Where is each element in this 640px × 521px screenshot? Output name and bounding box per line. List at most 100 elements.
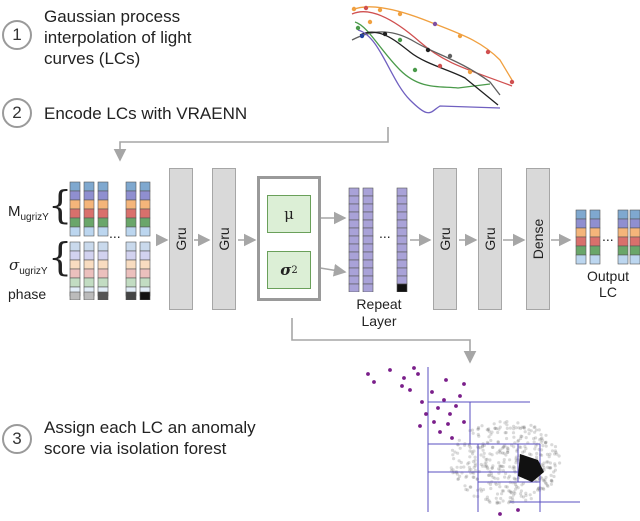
dense-layer: Dense: [526, 168, 550, 310]
repeat-cell: [362, 259, 374, 269]
scatter-point: [495, 451, 499, 455]
input-m-cell: [125, 226, 137, 237]
scatter-point: [505, 485, 509, 489]
input-m-cell: [139, 190, 151, 201]
scatter-point: [546, 484, 550, 488]
scatter-point: [497, 427, 501, 431]
scatter-point: [497, 467, 501, 471]
scatter-point: [522, 425, 526, 429]
scatter-point: [468, 449, 472, 453]
scatter-point: [467, 461, 471, 465]
input-sigma-cell: [97, 250, 109, 261]
scatter-point: [519, 494, 523, 498]
scatter-point: [498, 464, 502, 468]
scatter-point: [521, 450, 525, 454]
anomaly-point: [366, 372, 370, 376]
scatter-point: [541, 486, 545, 490]
scatter-point: [512, 465, 516, 469]
scatter-point: [539, 440, 543, 445]
scatter-point: [532, 440, 536, 444]
scatter-point: [501, 499, 505, 503]
scatter-point: [481, 444, 485, 448]
scatter-point: [532, 490, 536, 494]
m-label: MugrizY: [8, 203, 49, 223]
scatter-point: [471, 475, 475, 479]
repeat-cell: [348, 259, 360, 269]
light-curve-plot: [351, 5, 515, 114]
repeat-cell: [362, 195, 374, 205]
step-3-circle: 3: [2, 424, 32, 454]
scatter-point: [535, 488, 540, 492]
scatter-point: [478, 487, 483, 491]
repeat-cell: [396, 227, 408, 237]
scatter-point: [548, 461, 552, 465]
step-1-line-3: curves (LCs): [44, 49, 141, 68]
scatter-point: [456, 451, 460, 455]
scatter-point: [457, 438, 461, 442]
m-label-sub: ugrizY: [20, 212, 49, 223]
scatter-point: [449, 469, 454, 473]
gru-layer-1-label: Gru: [173, 227, 189, 251]
scatter-point: [500, 492, 504, 496]
scatter-point: [476, 432, 480, 437]
scatter-point: [463, 443, 467, 447]
scatter-point: [544, 482, 548, 486]
scatter-point: [553, 464, 557, 468]
scatter-point: [549, 466, 553, 470]
gru-layer-3-label: Gru: [437, 227, 453, 251]
scatter-point: [496, 440, 500, 444]
scatter-point: [514, 457, 518, 461]
scatter-point: [553, 449, 557, 453]
scatter-point: [451, 453, 455, 457]
scatter-point: [511, 466, 515, 470]
scatter-point: [485, 428, 489, 432]
scatter-point: [495, 501, 499, 505]
repeat-cell: [348, 267, 360, 277]
input-m-cell: [139, 217, 151, 228]
scatter-point: [471, 452, 475, 456]
anomaly-point: [416, 372, 420, 376]
scatter-point: [508, 458, 512, 462]
scatter-point: [469, 485, 473, 489]
partition-lines: [427, 367, 580, 512]
scatter-point: [486, 498, 490, 502]
scatter-point: [506, 448, 510, 452]
scatter-point: [524, 491, 528, 495]
repeat-cell: [396, 275, 408, 285]
scatter-point: [498, 485, 502, 489]
scatter-point: [489, 486, 493, 491]
scatter-point: [459, 465, 463, 469]
scatter-point: [484, 457, 488, 462]
repeat-cell: [396, 195, 408, 205]
scatter-point: [496, 430, 500, 435]
lc-curve-purple: [357, 29, 501, 114]
anomaly-point: [444, 378, 448, 382]
scatter-point: [493, 426, 497, 430]
scatter-point: [473, 455, 477, 459]
input-m-cell: [125, 217, 137, 228]
repeat-cell: [396, 203, 408, 213]
input-m-cell: [97, 208, 109, 219]
input-sigma-cell: [125, 259, 137, 270]
output-cell: [575, 209, 587, 220]
input-m-cell: [97, 217, 109, 228]
scatter-point: [516, 439, 520, 443]
scatter-point: [488, 500, 492, 504]
scatter-point: [555, 452, 559, 456]
scatter-point: [514, 426, 518, 430]
scatter-point: [456, 477, 460, 481]
anomaly-point: [430, 390, 434, 394]
repeat-cell: [362, 203, 374, 213]
scatter-point: [540, 436, 544, 440]
scatter-point: [503, 421, 507, 425]
scatter-point: [502, 444, 506, 449]
output-cell: [617, 218, 629, 229]
scatter-point: [458, 446, 462, 450]
anomaly-point: [424, 412, 428, 416]
arrow-plot-to-input: [113, 127, 389, 162]
scatter-point: [553, 468, 557, 472]
scatter-point: [547, 455, 551, 459]
scatter-point: [505, 450, 510, 454]
output-cell: [629, 236, 640, 247]
step-3-line-1: Assign each LC an anomaly: [44, 418, 256, 437]
